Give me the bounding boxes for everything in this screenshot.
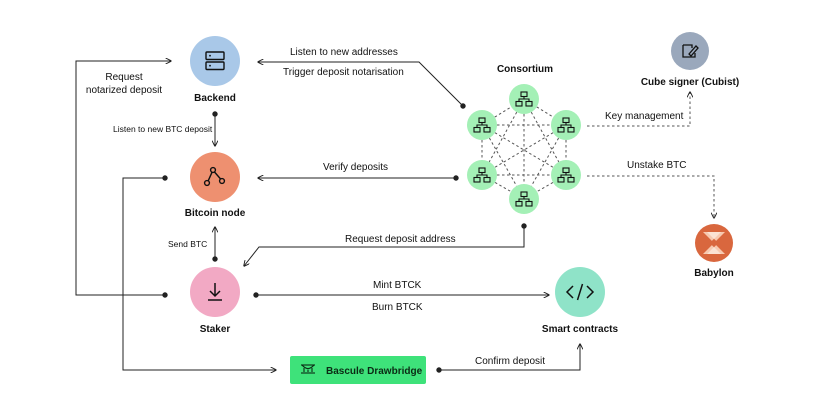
hierarchy-icon [557, 117, 575, 133]
consortium-member-2[interactable] [467, 110, 497, 140]
cube-signer-label: Cube signer (Cubist) [641, 77, 739, 88]
babylon-node[interactable]: Babylon [694, 224, 734, 279]
hierarchy-icon [473, 117, 491, 133]
connectors [75, 61, 580, 372]
bitcoin-node-label: Bitcoin node [185, 208, 246, 219]
signature-icon [682, 44, 699, 58]
network-nodes-icon [203, 166, 226, 187]
label-request: Request [105, 72, 142, 83]
consortium-member-4[interactable] [467, 160, 497, 190]
label-send-btc: Send BTC [168, 239, 207, 249]
server-icon [205, 51, 225, 71]
label-burn-btck: Burn BTCK [372, 302, 423, 313]
bitcoin-node-circle [190, 152, 240, 202]
label-confirm-deposit: Confirm deposit [475, 356, 545, 367]
label-trigger-notarisation: Trigger deposit notarisation [283, 67, 404, 78]
consortium-member-3[interactable] [551, 110, 581, 140]
label-request-deposit-address: Request deposit address [345, 234, 456, 245]
smart-contracts-label: Smart contracts [542, 324, 619, 335]
label-notarized-deposit: notarized deposit [86, 85, 162, 96]
bascule-button-bg [290, 356, 426, 384]
staker-label: Staker [200, 324, 231, 335]
bascule-drawbridge-button[interactable]: Bascule Drawbridge [290, 356, 426, 384]
hierarchy-icon [515, 191, 533, 207]
label-verify-deposits: Verify deposits [323, 162, 388, 173]
hierarchy-icon [473, 167, 491, 183]
consortium-member-6[interactable] [509, 184, 539, 214]
backend-label: Backend [194, 93, 236, 104]
backend-node[interactable]: Backend [190, 36, 240, 104]
edge-confirm-deposit [439, 344, 580, 371]
edge-request-address [244, 226, 525, 266]
smart-contracts-node[interactable]: Smart contracts [542, 267, 619, 335]
babylon-logo-icon [703, 232, 725, 254]
consortium-label: Consortium [497, 64, 553, 75]
consortium-cluster[interactable]: Consortium [467, 64, 581, 214]
cube-signer-node[interactable]: Cube signer (Cubist) [641, 32, 739, 88]
label-listen-addresses: Listen to new addresses [290, 47, 398, 58]
label-unstake-btc: Unstake BTC [627, 160, 686, 171]
edge-key-management [587, 92, 690, 127]
hierarchy-icon [557, 167, 575, 183]
edge-request-notarized [75, 61, 171, 296]
bascule-label: Bascule Drawbridge [326, 366, 423, 377]
consortium-member-5[interactable] [551, 160, 581, 190]
code-icon [565, 283, 595, 301]
label-mint-btck: Mint BTCK [373, 280, 422, 291]
babylon-label: Babylon [694, 268, 733, 279]
edge-labels: Listen to new addresses Trigger deposit … [86, 47, 687, 367]
hierarchy-icon [515, 91, 533, 107]
download-icon [208, 283, 222, 301]
staker-node[interactable]: Staker [190, 267, 240, 335]
backend-circle [190, 36, 240, 86]
bitcoin-node[interactable]: Bitcoin node [185, 152, 246, 219]
edge-listen-addresses [258, 62, 464, 107]
label-key-management: Key management [605, 111, 684, 122]
consortium-member-1[interactable] [509, 84, 539, 114]
label-listen-btc-deposit: Listen to new BTC deposit [113, 124, 213, 134]
edge-bitcoin-to-bascule [122, 177, 276, 370]
bridge-icon [301, 364, 315, 374]
edge-unstake-btc [587, 175, 714, 218]
cube-signer-circle [671, 32, 709, 70]
